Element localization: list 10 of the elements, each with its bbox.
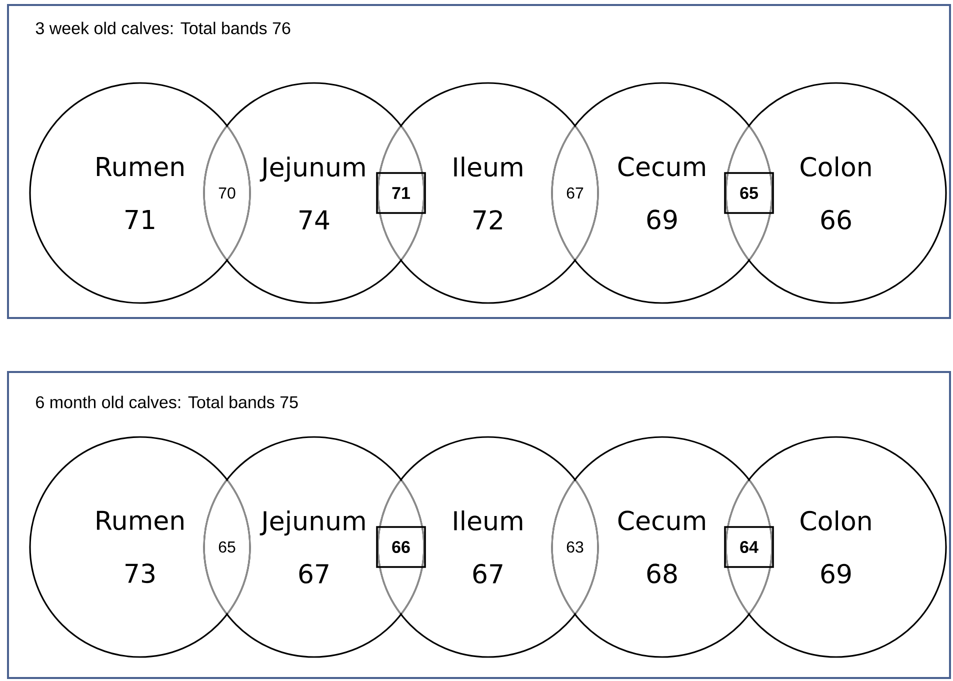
panel-title: 3 week old calves: Total bands 76 xyxy=(36,22,290,34)
highlight-box: 66 xyxy=(376,526,426,568)
panel-title: 6 month old calves: Total bands 75 xyxy=(36,396,298,408)
highlight-box: 65 xyxy=(724,172,774,214)
highlight-box: 64 xyxy=(724,526,774,568)
overlap-count: 67 xyxy=(566,187,584,199)
overlap-count: 65 xyxy=(218,541,236,553)
overlap-count: 70 xyxy=(218,187,236,199)
highlight-box: 71 xyxy=(376,172,426,214)
overlap-count: 63 xyxy=(566,541,584,553)
